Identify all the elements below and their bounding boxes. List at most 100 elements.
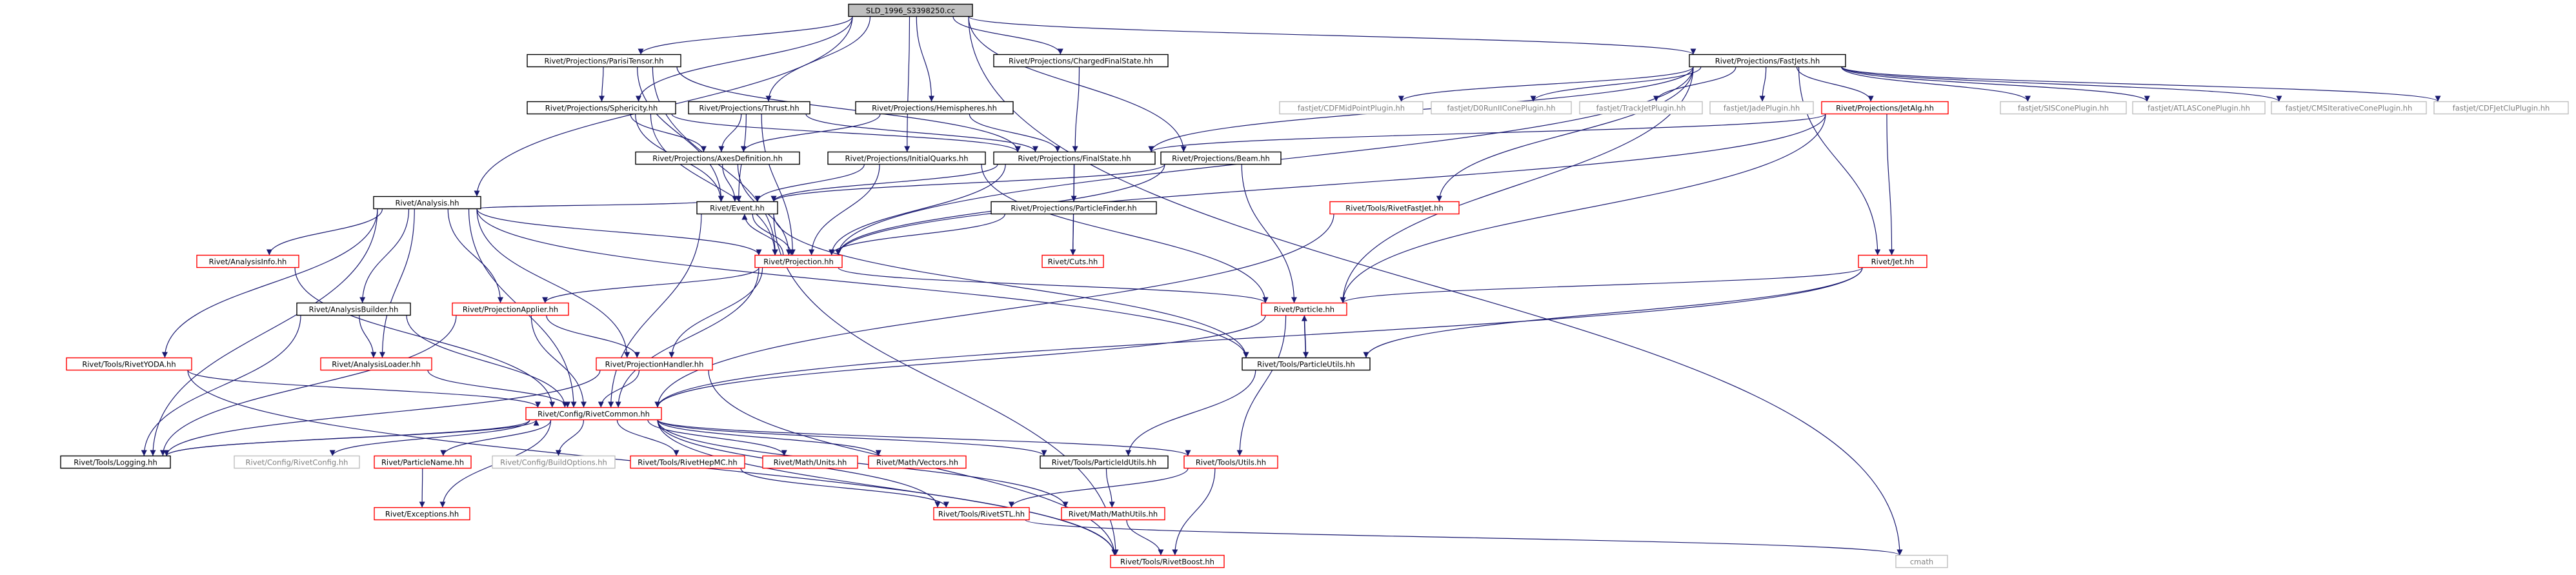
node-fj-box [1689, 54, 1846, 68]
node-phand[interactable]: Rivet/ProjectionHandler.hh [596, 357, 713, 371]
edge-mutils-to-boost [1126, 520, 1164, 556]
edge-jet-to-part [1340, 267, 1863, 304]
node-common[interactable]: Rivet/Config/RivetCommon.hh [525, 407, 662, 421]
edge-fs-to-event [770, 164, 998, 202]
edge-cfs-to-fs [1072, 66, 1080, 152]
edge-beam-to-part [1241, 164, 1298, 303]
edge-fj-to-cdfmp [1398, 66, 1694, 102]
node-atlas[interactable]: fastjet/ATLASConePlugin.hh [2132, 101, 2266, 115]
node-cfs-label: Rivet/Projections/ChargedFinalState.hh [1009, 57, 1153, 66]
node-d0r[interactable]: fastjet/D0RunIIConePlugin.hh [1431, 101, 1572, 115]
node-jet[interactable]: Rivet/Jet.hh [1858, 254, 1927, 268]
node-fj[interactable]: Rivet/Projections/FastJets.hh [1689, 54, 1846, 68]
node-cdfjc[interactable]: fastjet/CDFJetCluPlugin.hh [2433, 101, 2569, 115]
edge-sph-to-fs [671, 114, 1021, 152]
node-pt[interactable]: Rivet/Projections/ParisiTensor.hh [527, 54, 681, 68]
node-jet-box [1858, 254, 1927, 268]
node-jade[interactable]: fastjet/JadePlugin.hh [1709, 101, 1814, 115]
edge-thr-to-proj [761, 114, 796, 256]
node-root-label: SLD_1996_S3398250.cc [866, 6, 955, 15]
node-units[interactable]: Rivet/Math/Units.hh [762, 455, 858, 469]
edge-event-to-putils [773, 214, 1249, 358]
node-pname[interactable]: Rivet/ParticleName.hh [374, 455, 472, 469]
edge-hem-to-fs [969, 114, 1061, 152]
node-tutils[interactable]: Rivet/Tools/Utils.hh [1183, 455, 1278, 469]
node-ana-label: Rivet/Analysis.hh [395, 199, 459, 208]
node-stl[interactable]: Rivet/Tools/RivetSTL.hh [933, 507, 1030, 521]
node-proj[interactable]: Rivet/Projection.hh [754, 254, 843, 268]
nodes-layer: SLD_1996_S3398250.ccRivet/Projections/Pa… [60, 3, 2569, 569]
node-mutils[interactable]: Rivet/Math/MathUtils.hh [1061, 507, 1165, 521]
edge-jetalg-to-part [1340, 114, 1826, 303]
node-bopt[interactable]: Rivet/Config/BuildOptions.hh [492, 455, 616, 469]
node-jade-box [1709, 101, 1814, 115]
node-sis[interactable]: fastjet/SISConePlugin.hh [2000, 101, 2127, 115]
node-log[interactable]: Rivet/Tools/Logging.hh [60, 455, 171, 469]
edge-common-to-hepmc [616, 419, 679, 456]
edge-pt-to-event [637, 66, 725, 202]
edge-stl-to-cmath [1025, 519, 1903, 556]
node-iq[interactable]: Rivet/Projections/InitialQuarks.hh [827, 151, 986, 165]
edge-root-to-pt [638, 16, 853, 55]
edge-root-to-cmath [968, 16, 1903, 556]
node-cdfmp[interactable]: fastjet/CDFMidPointPlugin.hh [1279, 101, 1424, 115]
node-part-box [1261, 302, 1347, 316]
node-cfs-box [993, 54, 1169, 68]
node-fj-label: Rivet/Projections/FastJets.hh [1715, 57, 1820, 66]
node-jetalg-label: Rivet/Projections/JetAlg.hh [1836, 104, 1934, 113]
edge-common-to-tutils [657, 419, 1191, 457]
node-hem-label: Rivet/Projections/Hemispheres.hh [872, 104, 997, 113]
node-beam[interactable]: Rivet/Projections/Beam.hh [1160, 151, 1282, 165]
node-pidu[interactable]: Rivet/Tools/ParticleIdUtils.hh [1040, 455, 1169, 469]
node-hem[interactable]: Rivet/Projections/Hemispheres.hh [855, 101, 1014, 115]
node-common-label: Rivet/Config/RivetCommon.hh [538, 410, 650, 419]
node-fs-box [993, 151, 1156, 165]
node-axes-label: Rivet/Projections/AxesDefinition.hh [652, 154, 783, 163]
edge-root-to-cfs [952, 16, 1063, 55]
node-aload[interactable]: Rivet/AnalysisLoader.hh [320, 357, 432, 371]
node-cdfmp-label: fastjet/CDFMidPointPlugin.hh [1298, 104, 1405, 113]
node-cms[interactable]: fastjet/CMSIterativeConePlugin.hh [2271, 101, 2427, 115]
node-common-box [525, 407, 662, 421]
node-rcfg-box [234, 455, 360, 469]
node-axes[interactable]: Rivet/Projections/AxesDefinition.hh [635, 151, 800, 165]
node-ana[interactable]: Rivet/Analysis.hh [373, 196, 481, 210]
node-thr[interactable]: Rivet/Projections/Thrust.hh [688, 101, 810, 115]
node-beam-box [1160, 151, 1282, 165]
node-putils[interactable]: Rivet/Tools/ParticleUtils.hh [1242, 357, 1371, 371]
edge-root-to-iq [904, 16, 911, 152]
node-ainfo[interactable]: Rivet/AnalysisInfo.hh [196, 254, 299, 268]
node-vec[interactable]: Rivet/Math/Vectors.hh [868, 455, 967, 469]
node-pt-box [527, 54, 681, 68]
edge-common-to-rcfg [329, 419, 530, 456]
node-pf[interactable]: Rivet/Projections/ParticleFinder.hh [991, 201, 1157, 215]
node-cuts[interactable]: Rivet/Cuts.hh [1041, 254, 1104, 268]
node-yoda[interactable]: Rivet/Tools/RivetYODA.hh [66, 357, 192, 371]
edge-phand-to-common [598, 370, 640, 408]
node-part[interactable]: Rivet/Particle.hh [1261, 302, 1347, 316]
node-tj[interactable]: fastjet/TrackJetPlugin.hh [1579, 101, 1703, 115]
node-cfs[interactable]: Rivet/Projections/ChargedFinalState.hh [993, 54, 1169, 68]
node-event[interactable]: Rivet/Event.hh [696, 201, 778, 215]
node-hepmc[interactable]: Rivet/Tools/RivetHepMC.hh [630, 455, 745, 469]
node-root[interactable]: SLD_1996_S3398250.cc [848, 3, 973, 17]
node-rcfg[interactable]: Rivet/Config/RivetConfig.hh [234, 455, 360, 469]
node-abuild-label: Rivet/AnalysisBuilder.hh [309, 305, 399, 314]
node-fs[interactable]: Rivet/Projections/FinalState.hh [993, 151, 1156, 165]
node-exc[interactable]: Rivet/Exceptions.hh [374, 507, 470, 521]
node-vec-label: Rivet/Math/Vectors.hh [876, 458, 958, 467]
node-cmath[interactable]: cmath [1895, 554, 1948, 569]
edge-jet-to-common [654, 267, 1863, 408]
edge-fj-to-jet [1798, 66, 1881, 256]
edges-layer [141, 15, 2441, 556]
node-jetalg[interactable]: Rivet/Projections/JetAlg.hh [1821, 101, 1949, 115]
node-papp[interactable]: Rivet/ProjectionApplier.hh [452, 302, 569, 316]
edge-proj-to-common [615, 267, 760, 408]
node-cms-box [2271, 101, 2427, 115]
node-boost[interactable]: Rivet/Tools/RivetBoost.hh [1110, 554, 1225, 569]
node-rfj[interactable]: Rivet/Tools/RivetFastJet.hh [1329, 201, 1460, 215]
edge-beam-to-event [770, 163, 1165, 203]
node-abuild[interactable]: Rivet/AnalysisBuilder.hh [296, 302, 411, 316]
node-sph[interactable]: Rivet/Projections/Sphericity.hh [527, 101, 676, 115]
edge-sph-to-proj [650, 114, 778, 256]
